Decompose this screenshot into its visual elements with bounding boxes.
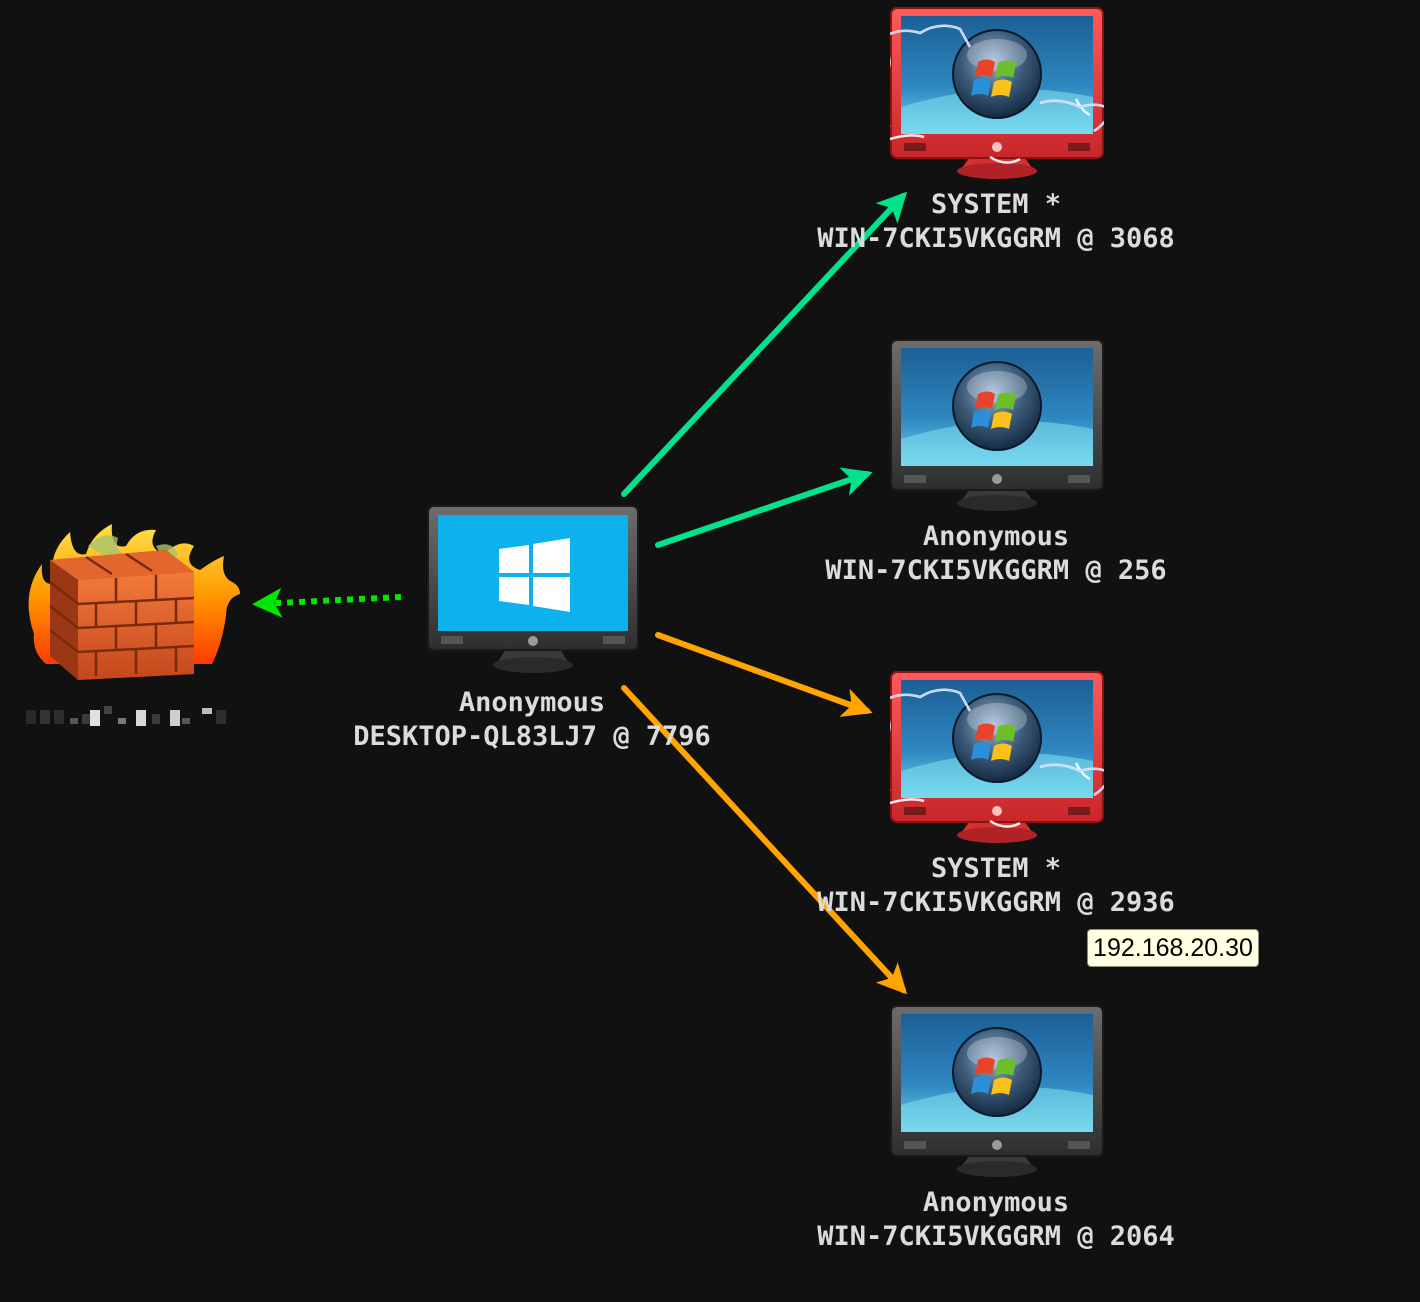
windows-10-monitor-icon[interactable] [427, 505, 639, 673]
source-node-label: Anonymous DESKTOP-QL83LJ7 @ 7796 [353, 686, 711, 754]
firewall-label-redacted [26, 706, 226, 726]
target-node-user: SYSTEM * [930, 189, 1062, 220]
source-node-user: Anonymous [458, 687, 606, 718]
ip-address-tooltip: 192.168.20.30 [1087, 929, 1259, 967]
connection-links [252, 191, 908, 995]
target-node-host: WIN-7CKI5VKGGRM @ 2064 [817, 1221, 1175, 1252]
target-node-host: WIN-7CKI5VKGGRM @ 256 [825, 555, 1167, 586]
link-to-target-2936[interactable] [655, 632, 873, 717]
target-node-user: SYSTEM * [930, 853, 1062, 884]
link-to-target-256[interactable] [655, 467, 873, 548]
link-to-target-3068[interactable] [621, 191, 908, 497]
windows-7-monitor-icon[interactable] [890, 339, 1104, 511]
windows-7-monitor-icon[interactable] [890, 1005, 1104, 1177]
burning-firewall-icon[interactable] [28, 524, 240, 680]
target-node-user: Anonymous [922, 521, 1070, 552]
target-node-host: WIN-7CKI5VKGGRM @ 2936 [817, 887, 1175, 918]
windows-7-monitor-icon[interactable] [884, 671, 1112, 843]
target-node-host: WIN-7CKI5VKGGRM @ 3068 [817, 223, 1175, 254]
link-to-target-2064[interactable] [621, 685, 908, 995]
windows-7-monitor-icon[interactable] [884, 7, 1112, 179]
target-node-user: Anonymous [922, 1187, 1070, 1218]
target-node-label: SYSTEM * WIN-7CKI5VKGGRM @ 3068 [817, 188, 1175, 256]
target-node-label: SYSTEM * WIN-7CKI5VKGGRM @ 2936 [817, 852, 1175, 920]
target-node-label: Anonymous WIN-7CKI5VKGGRM @ 2064 [817, 1186, 1175, 1254]
target-node-label: Anonymous WIN-7CKI5VKGGRM @ 256 [825, 520, 1166, 588]
source-node-host: DESKTOP-QL83LJ7 @ 7796 [353, 721, 711, 752]
link-to-firewall[interactable] [252, 587, 402, 618]
